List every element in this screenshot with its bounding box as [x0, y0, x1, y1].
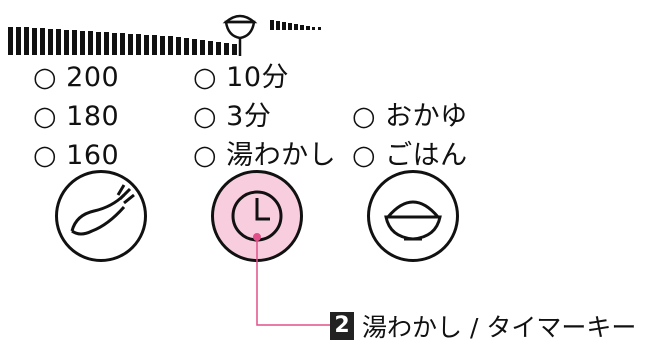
boil-water-option: ○ 湯わかし — [193, 140, 337, 171]
rice-bowl-icon — [384, 200, 442, 241]
rice-cooker-icon — [222, 14, 258, 56]
level-bars — [8, 20, 321, 55]
timer-option-3min: ○ 3分 — [193, 101, 272, 132]
clock-icon — [231, 190, 283, 242]
rice-option: ○ ごはん — [352, 140, 468, 171]
timer-button[interactable] — [211, 170, 303, 262]
shrimp-icon — [70, 184, 135, 236]
temp-option-160: ○ 160 — [33, 140, 120, 171]
callout-number: 2 — [330, 312, 354, 340]
porridge-option: ○ おかゆ — [352, 101, 468, 132]
callout-label: 2 湯わかし / タイマーキー — [330, 310, 636, 342]
temp-option-180: ○ 180 — [33, 101, 120, 132]
rice-bowl-button[interactable] — [367, 170, 459, 262]
timer-option-10min: ○ 10分 — [193, 62, 289, 93]
temp-option-200: ○ 200 — [33, 62, 120, 93]
callout-text: 湯わかし / タイマーキー — [362, 313, 637, 342]
fry-button[interactable] — [55, 170, 147, 262]
